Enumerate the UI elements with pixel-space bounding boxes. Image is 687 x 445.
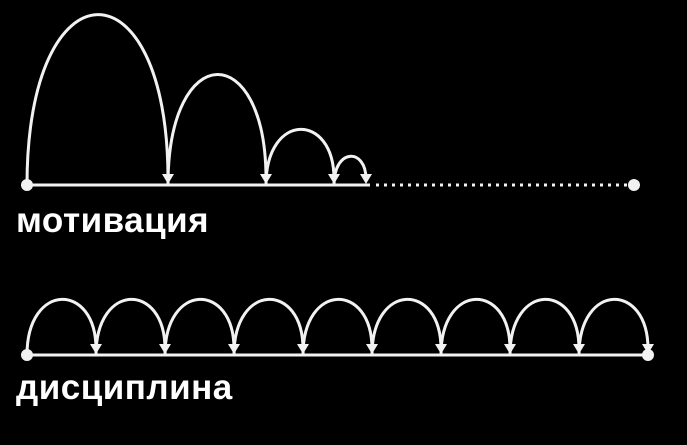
discipline-jump-arc <box>301 297 374 357</box>
motivation-jump-arc <box>332 154 368 187</box>
motivation-label: мотивация <box>16 201 210 240</box>
discipline-label: дисциплина <box>16 368 233 407</box>
discipline-jump-arc <box>577 297 650 357</box>
discipline-jump-arc <box>94 297 167 357</box>
discipline-jump-arc <box>232 297 305 357</box>
motivation-jump-arc <box>25 13 170 187</box>
goal-dot-icon <box>642 349 654 361</box>
start-dot-icon <box>21 349 33 361</box>
discipline-jump-arc <box>25 297 98 357</box>
start-dot-icon <box>21 179 33 191</box>
motivation-jump-arc <box>264 127 336 187</box>
discipline-jump-arc <box>163 297 236 357</box>
goal-dot-icon <box>628 179 640 191</box>
motivation-jump-arc <box>166 73 268 187</box>
discipline-jump-arc <box>439 297 512 357</box>
arrowhead-icon <box>360 174 372 184</box>
discipline-jump-arc <box>370 297 443 357</box>
discipline-jump-arc <box>508 297 581 357</box>
